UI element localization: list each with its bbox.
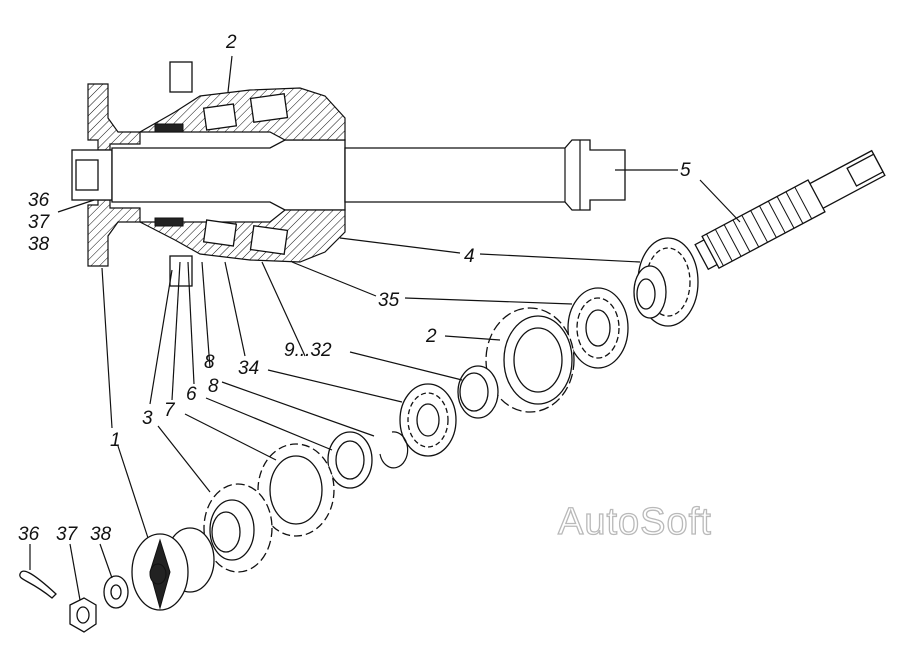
callout-2-mid: 2 xyxy=(425,326,437,347)
top-nut xyxy=(169,61,193,93)
bearing-rollers-upper xyxy=(202,93,289,131)
callout-5: 5 xyxy=(680,160,691,181)
bearing-housing xyxy=(485,307,575,413)
callout-2-top: 2 xyxy=(225,32,237,53)
gasket xyxy=(257,443,335,537)
callout-9-32: 9...32 xyxy=(284,340,332,361)
callout-8-b: 8 xyxy=(208,376,219,397)
callout-37-bottom: 37 xyxy=(56,524,79,545)
seal-washer xyxy=(327,431,373,489)
callout-labels: 2 5 4 35 2 9...32 34 8 8 6 3 7 1 36 37 3… xyxy=(18,32,691,545)
castle-nut xyxy=(69,597,97,633)
leader-lines xyxy=(29,55,741,601)
callout-38-top: 38 xyxy=(28,234,50,255)
splined-shaft xyxy=(694,149,886,271)
bearing-cover xyxy=(203,483,273,573)
flange-lower-section xyxy=(87,199,141,267)
snap-ring xyxy=(379,431,409,469)
callout-8-a: 8 xyxy=(204,352,215,373)
callout-34: 34 xyxy=(238,358,259,379)
housing-lower-section xyxy=(139,209,346,263)
spacer-ring xyxy=(457,365,499,419)
callout-37-top: 37 xyxy=(28,212,51,233)
callout-3: 3 xyxy=(142,408,153,429)
ball-bearing xyxy=(399,383,457,457)
shaft-body xyxy=(111,139,346,211)
watermark: AutoSoft xyxy=(558,501,712,543)
callout-35: 35 xyxy=(378,290,400,311)
shaft-tube xyxy=(344,139,626,211)
cotter-pin xyxy=(19,570,57,599)
bearing-rollers-lower xyxy=(202,219,289,255)
flange-upper-section xyxy=(87,83,141,151)
drive-flange xyxy=(131,527,215,611)
assembled-shaft-section xyxy=(71,61,626,287)
housing-upper-section xyxy=(137,87,346,141)
callout-7: 7 xyxy=(164,400,176,421)
callout-38-bottom: 38 xyxy=(90,524,112,545)
spur-gear xyxy=(633,237,699,327)
flat-washer xyxy=(103,575,129,609)
callout-1: 1 xyxy=(110,430,121,451)
callout-4: 4 xyxy=(464,246,475,267)
callout-36-top: 36 xyxy=(28,190,50,211)
callout-6: 6 xyxy=(186,384,197,405)
callout-36-bottom: 36 xyxy=(18,524,40,545)
roller-bearing xyxy=(567,287,629,369)
